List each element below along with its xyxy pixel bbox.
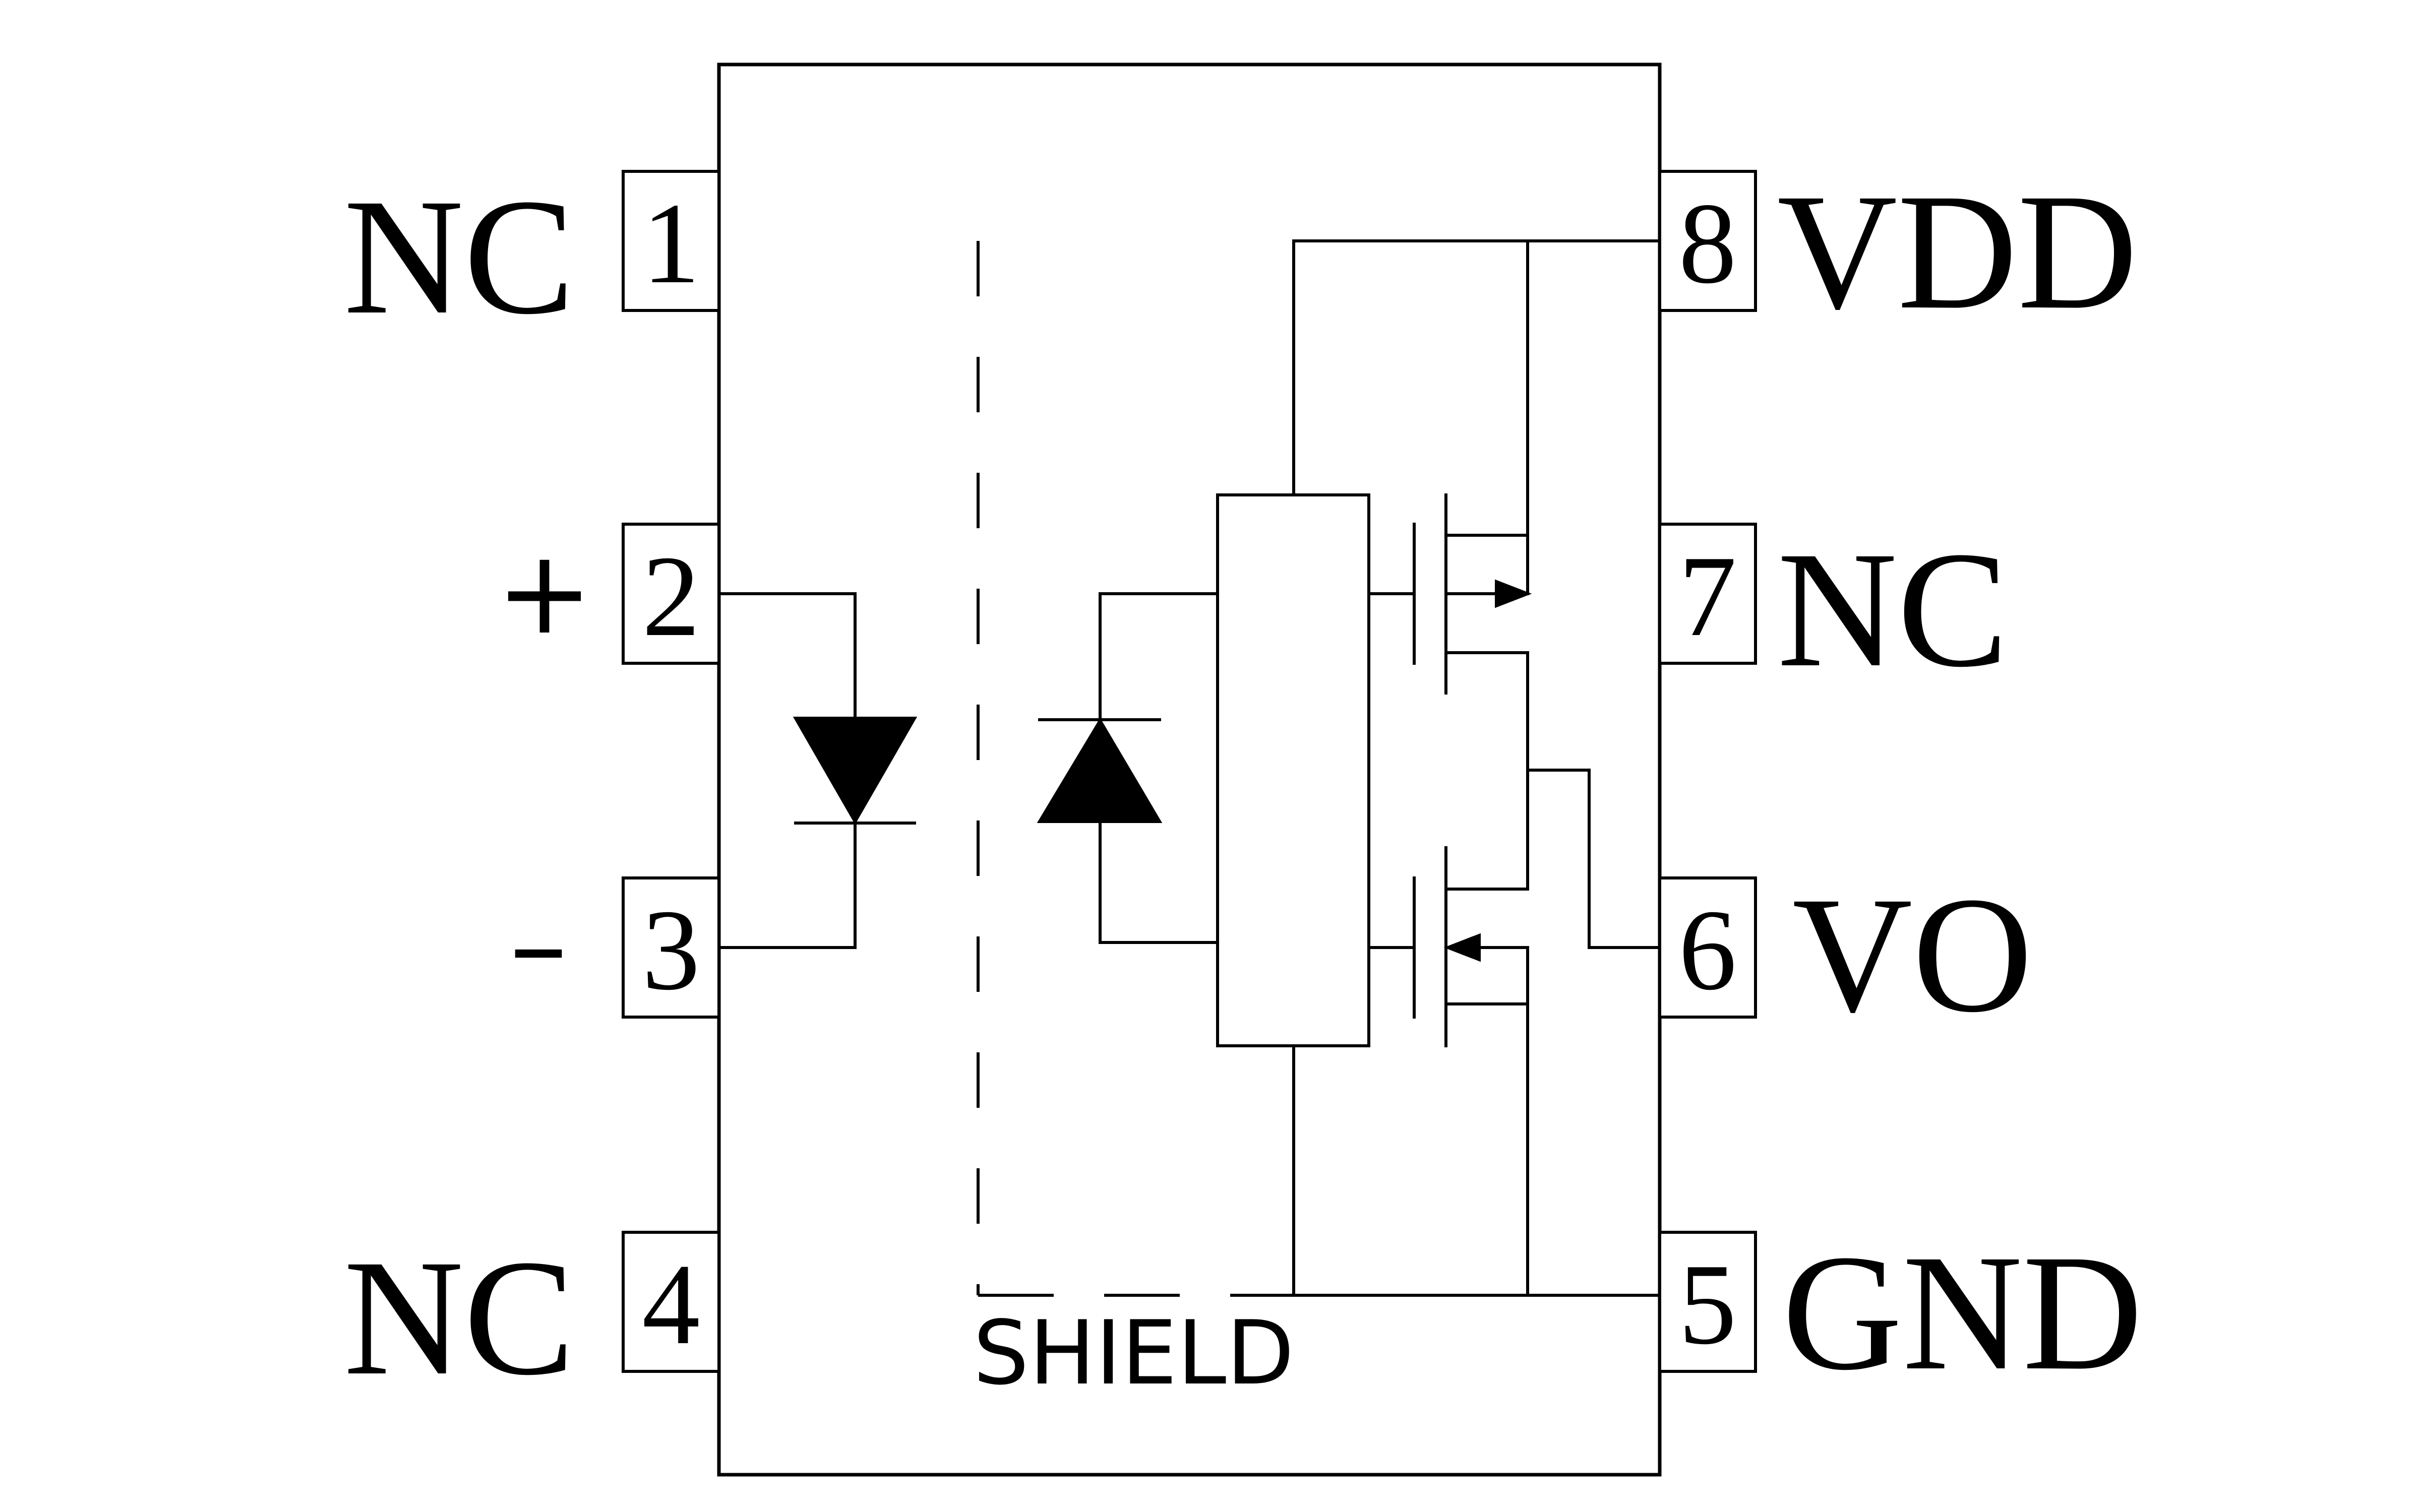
upper-bottom-leg [1444, 651, 1529, 772]
upper-arrow-icon [1495, 579, 1532, 608]
pin-7-number: 7 [1679, 532, 1737, 660]
pin-8-label: VDD [1777, 160, 2138, 344]
pin-3-label: – [510, 878, 568, 1013]
pin-2-number: 2 [642, 532, 700, 660]
photodiode-triangle [1037, 718, 1163, 823]
pin-8-number: 8 [1679, 179, 1737, 307]
amplifier-block [1216, 493, 1370, 1047]
lower-arrow-icon [1443, 933, 1481, 962]
upper-top-leg [1444, 534, 1529, 595]
pin-2: 2 + [496, 523, 720, 665]
photodiode [1037, 592, 1219, 944]
input-led [717, 592, 918, 949]
lower-top-leg [1444, 769, 1529, 891]
pin-1-number: 1 [642, 179, 700, 307]
photodiode-top-wire [1099, 592, 1219, 721]
pin-5-number: 5 [1679, 1240, 1737, 1368]
pin-7: 7 NC [1658, 518, 2008, 702]
pin-8: 8 VDD [1658, 160, 2138, 344]
lower-transistor [1367, 769, 1529, 1297]
pin-7-label: NC [1777, 518, 2008, 702]
output-wire [1526, 769, 1661, 949]
pin-4: 4 NC [344, 1226, 720, 1410]
pin-4-number: 4 [642, 1240, 700, 1368]
package-body [717, 62, 1662, 1477]
pin-3: 3 – [510, 876, 720, 1019]
pin-5-label: GND [1782, 1221, 2143, 1405]
pin-6-number: 6 [1679, 886, 1737, 1014]
pin-5: 5 GND [1658, 1221, 2143, 1405]
pin-6-label: VO [1792, 863, 2033, 1047]
supply-rails [1292, 239, 1661, 1297]
lower-bottom-leg [1444, 1002, 1529, 1297]
photodiode-bottom-wire [1099, 820, 1219, 944]
gnd-rail [1292, 1044, 1661, 1297]
shield-label: SHIELD [973, 1302, 1294, 1405]
pin-4-label: NC [344, 1226, 575, 1410]
vdd-rail [1292, 239, 1661, 496]
pin-3-number: 3 [642, 886, 700, 1014]
pin-4-box [622, 1231, 720, 1373]
pin-2-label: + [496, 526, 593, 660]
pin-2-box [622, 523, 720, 665]
pin-6: 6 VO [1658, 863, 2033, 1047]
led-anode-wire [717, 592, 857, 720]
pin-5-box [1658, 1231, 1757, 1373]
pin-1-box [622, 170, 720, 312]
shield: SHIELD [973, 241, 1296, 1405]
led-triangle [793, 717, 918, 825]
upper-transistor [1367, 493, 1532, 772]
pin-1-label: NC [344, 165, 575, 349]
pin-1: 1 NC [344, 165, 720, 349]
led-cathode-wire [717, 822, 857, 949]
pin-7-box [1658, 523, 1757, 665]
